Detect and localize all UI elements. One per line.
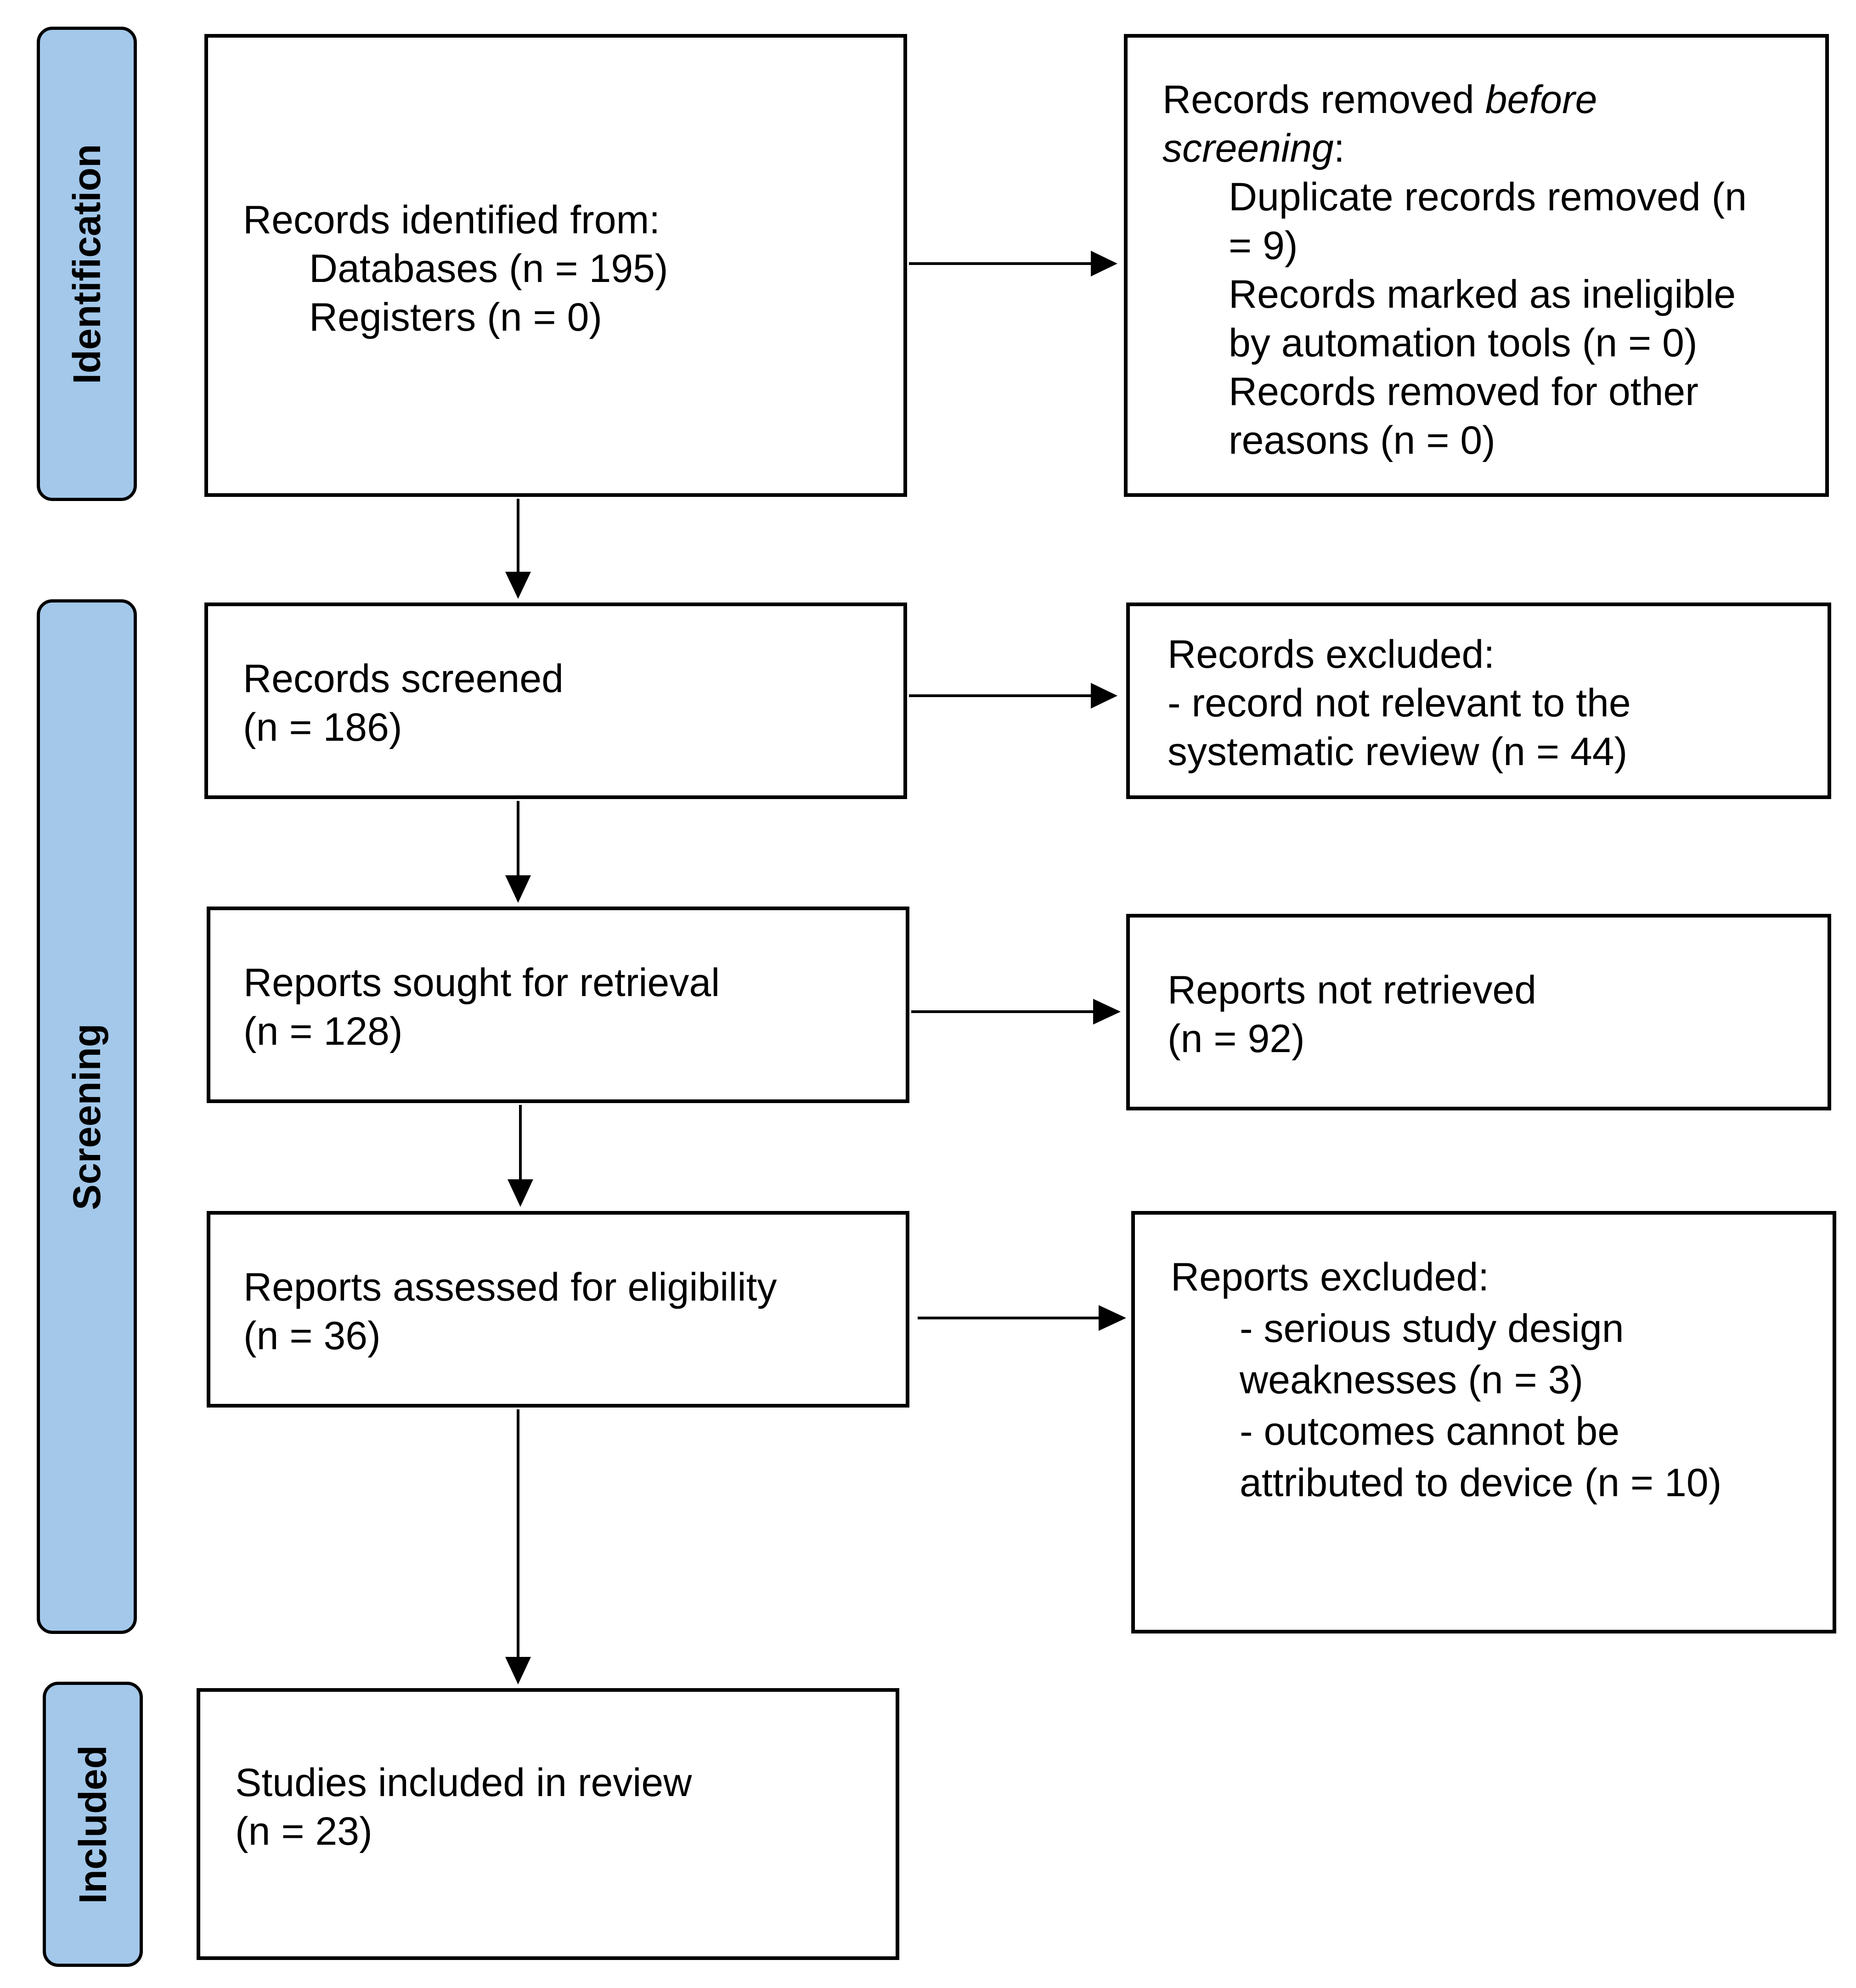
studies-included-count: (n = 23) xyxy=(235,1809,372,1853)
records-excluded-reason-line-2: systematic review (n = 44) xyxy=(1168,730,1628,774)
records-excluded-box: Records excluded: - record not relevant … xyxy=(1126,603,1831,799)
records-excluded-reason-line-1: - record not relevant to the xyxy=(1168,681,1631,725)
reports-excluded-reason-2-line-1: - outcomes cannot be xyxy=(1240,1409,1620,1453)
phase-identification: Identification xyxy=(37,27,137,501)
other-reasons-line-1: Records removed for other xyxy=(1229,370,1698,414)
reports-excluded-reason-2-line-2: attributed to device (n = 10) xyxy=(1240,1461,1722,1505)
phase-screening: Screening xyxy=(37,599,137,1634)
reports-excluded-box: Reports excluded: - serious study design… xyxy=(1131,1211,1836,1633)
records-screened-box: Records screened (n = 186) xyxy=(204,603,907,799)
arrowhead-sought xyxy=(505,875,531,903)
reports-assessed-count: (n = 36) xyxy=(243,1314,381,1358)
studies-included-box: Studies included in review (n = 23) xyxy=(197,1688,899,1960)
records-identified-databases: Databases (n = 195) xyxy=(309,247,668,291)
reports-excluded-reason-1-line-2: weaknesses (n = 3) xyxy=(1240,1358,1584,1402)
studies-included-title: Studies included in review xyxy=(235,1761,692,1805)
reports-not-retrieved-box: Reports not retrieved (n = 92) xyxy=(1126,914,1831,1110)
other-reasons-line-2: reasons (n = 0) xyxy=(1229,418,1495,462)
reports-assessed-box: Reports assessed for eligibility (n = 36… xyxy=(207,1211,909,1408)
duplicates-removed-line-2: = 9) xyxy=(1229,224,1298,268)
reports-excluded-reason-1-line-1: - serious study design xyxy=(1240,1307,1624,1351)
arrowhead-included xyxy=(505,1657,531,1684)
arrowhead-removed xyxy=(1091,251,1117,276)
records-identified-box: Records identified from: Databases (n = … xyxy=(204,34,907,497)
arrowhead-assessed xyxy=(508,1179,533,1207)
phase-included: Included xyxy=(43,1682,143,1967)
records-identified-registers: Registers (n = 0) xyxy=(309,295,603,339)
automation-ineligible-line-1: Records marked as ineligible xyxy=(1229,272,1736,316)
records-removed-heading: Records removed before xyxy=(1162,78,1597,122)
reports-not-retrieved-count: (n = 92) xyxy=(1168,1017,1305,1061)
records-screened-title: Records screened xyxy=(243,657,564,701)
arrowhead-screened xyxy=(505,572,531,599)
reports-sought-title: Reports sought for retrieval xyxy=(243,961,720,1005)
records-removed-box: Records removed before screening: Duplic… xyxy=(1124,34,1829,497)
arrowhead-reports-excluded xyxy=(1099,1305,1126,1331)
arrowhead-not-retrieved xyxy=(1093,999,1121,1025)
records-screened-count: (n = 186) xyxy=(243,705,402,749)
automation-ineligible-line-2: by automation tools (n = 0) xyxy=(1229,321,1698,365)
reports-not-retrieved-title: Reports not retrieved xyxy=(1168,968,1537,1012)
records-removed-heading-cont: screening: xyxy=(1162,126,1345,170)
records-excluded-heading: Records excluded: xyxy=(1168,632,1495,676)
arrowhead-records-excluded xyxy=(1091,683,1117,709)
reports-excluded-heading: Reports excluded: xyxy=(1171,1255,1489,1299)
records-identified-heading: Records identified from: xyxy=(243,198,660,242)
reports-assessed-title: Reports assessed for eligibility xyxy=(243,1265,777,1309)
reports-sought-count: (n = 128) xyxy=(243,1009,403,1053)
duplicates-removed-line-1: Duplicate records removed (n xyxy=(1229,175,1747,219)
reports-sought-box: Reports sought for retrieval (n = 128) xyxy=(207,907,909,1103)
